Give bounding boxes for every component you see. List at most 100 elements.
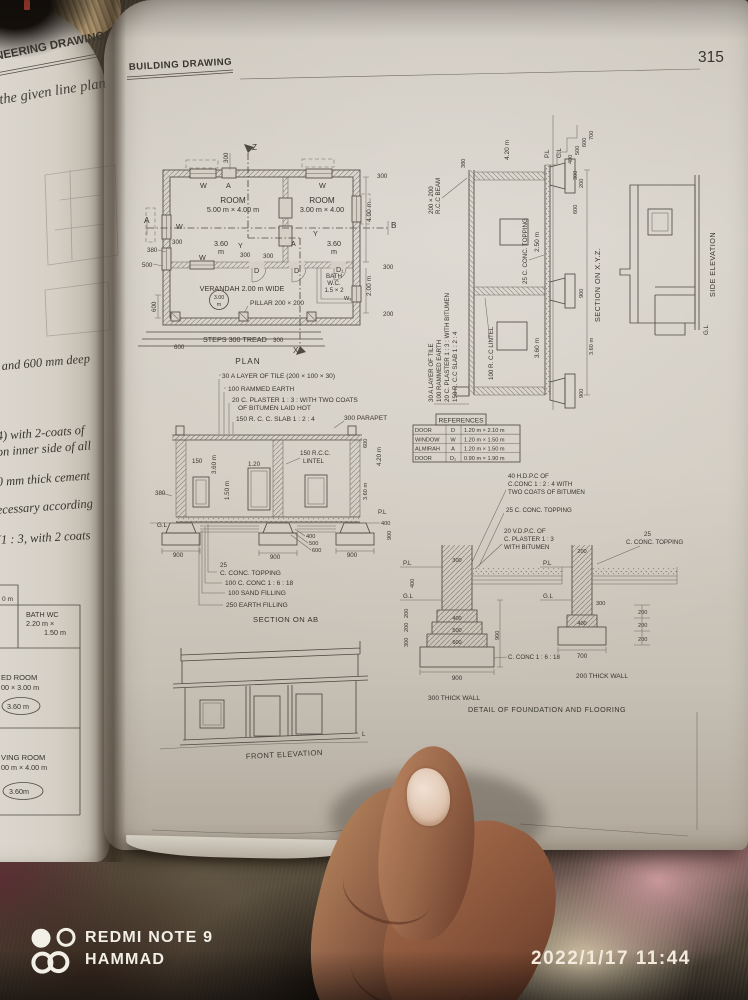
watermark-device: REDMI NOTE 9 [85,929,214,946]
side-elevation-drawing: G.L SIDE ELEVATION [619,175,717,336]
logo-infinity-icon [47,950,70,974]
lineplan-bath-dim2: 1.50 m [44,628,66,637]
ab-dim-120: 1.20 [248,461,261,468]
ab-layer-400: 400 [306,534,315,540]
foundation-detail-drawing: 40 H.D.P.C OF C.CONC 1 : 2 : 4 WITH TWO … [400,473,683,714]
xyz-earth-label: 100 RAMMED EARTH [436,340,443,402]
found-dim-400v: 400 [410,579,416,588]
found-step-500: 500 [452,628,461,634]
ref-row3-sym: A [451,447,455,453]
xyz-dim-250-room2: 2.50 m [534,231,541,252]
plan-bath-line3: 1.5 × 2 [324,287,344,294]
plan-dim-600-v: 600 [151,301,158,312]
plan-circle-unit: m [217,302,222,308]
plan-marker-y2: Y [313,229,318,238]
camera-brand-logo [30,926,92,976]
plan-dim-400m: 4.00 m [366,201,373,222]
page-header: BUILDING DRAWING 315 [126,49,724,80]
plan-marker-b: B [391,221,397,230]
ab-plaster-label2: OF BITUMEN LAID HOT [238,405,311,412]
logo-filled-circle-icon [31,928,51,949]
right-page-header: BUILDING DRAWING [129,57,233,73]
ab-dim-900r: 900 [387,531,393,540]
ref-row2-sym: W [450,437,456,443]
xyz-beam-label1: 200 × 200 [428,186,435,214]
found-stem-300: 300 [452,558,461,564]
found-right-topping: C. CONC. TOPPING [626,539,683,546]
ab-dim-900a: 900 [173,552,184,559]
found-hdpc3: TWO COATS OF BITUMEN [508,489,585,496]
found-step-600: 600 [452,640,461,646]
found-vdpc2: C. PLASTER 1 : 3 [504,536,554,543]
ref-row1-name: DOOR [415,428,432,434]
ref-row1-size: 1.20 m × 2.10 m [464,428,505,434]
ab-sand-label: 100 SAND FILLING [228,590,286,597]
plan-steps-label: STEPS 300 TREAD [203,335,267,344]
section-ab-drawing: 30 A LAYER OF TILE (200 × 100 × 30) 100 … [150,373,393,624]
side-elevation-caption: SIDE ELEVATION [708,232,717,297]
plan-marker-a: A [144,216,150,225]
left-page-content: NEERING DRAWING the given line plan and … [0,30,119,816]
ab-earthfill-label: 250 EARTH FILLING [226,602,288,609]
xyz-dim-900b: 900 [579,289,585,298]
ab-dim-420: 4.20 m [376,447,383,466]
page-number: 315 [698,49,724,66]
plan-marker-y1: Y [238,241,243,250]
xyz-gl-label: G.L [556,147,563,158]
found-vdpc1: 20 V.D.P.C. OF [504,528,546,535]
xyz-dim-500: 500 [575,146,581,155]
xyz-caption: SECTION ON X.Y.Z. [593,248,602,322]
ab-foundations [150,522,380,546]
xyz-dim-200: 200 [579,179,585,188]
found-stem-200: 200 [577,549,586,555]
lineplan-bath-dim1: 2.20 m × [26,619,54,628]
plan-dim-500: 500 [142,262,153,269]
plan-window-w4: W [199,253,206,262]
ref-row4-sym: D₁ [450,456,456,462]
plan-dim-300-top: 300 [223,152,230,163]
found-right-25: 25 [644,531,651,538]
xyz-slab-label: 150 R. C.C SLAB 1 : 2 : 4 [452,331,459,402]
left-page-text-fragments: and 600 mm deep 4) with 2-coats of on in… [0,351,93,547]
xyz-leader-labels: 30 A LAYER OF TILE 100 RAMMED EARTH 20 C… [428,177,469,405]
logo-ring-circle-icon [56,927,76,948]
xyz-dim-360-bottom: 3.60 m [589,338,595,355]
ab-topping-25: 25 [220,562,227,569]
found-right-200c: 200 [638,637,647,643]
plan-door-d2: D [294,266,299,275]
xyz-pl-label: P.L [544,149,551,158]
plan-marker-x: X [293,346,299,355]
plan-dim-300-r: 300 [383,264,394,271]
found-gl-left: G.L [403,593,414,600]
ab-caption: SECTION ON AB [253,615,319,624]
plan-window-wsub1: W₁ [344,296,351,302]
xyz-dim-600b: 600 [573,205,579,214]
found-step-400: 400 [452,616,461,622]
ab-slab-label: 150 R. C. C. SLAB 1 : 2 : 4 [236,416,315,423]
left-page-line-plan: 0 m BATH WC 2.20 m × 1.50 m ED ROOM 00 ×… [0,584,81,816]
fragment-1: and 600 mm deep [1,351,90,373]
found-dim-700: 700 [577,653,588,660]
fragment-5: ecessary according [0,496,93,517]
lineplan-livingroom-width: 3.60m [9,787,29,796]
plan-dim-380: 380 [147,247,158,254]
plan-dim-600-b: 600 [174,344,185,351]
plan-dim-300-steps: 300 [273,337,284,344]
ref-row2-name: WINDOW [415,437,440,443]
ab-earth-label: 100 RAMMED EARTH [228,386,294,393]
ab-leader-labels: 30 A LAYER OF TILE (200 × 100 × 30) 100 … [218,373,387,434]
ab-dim-150: 150 [192,458,203,465]
found-vdpc3: WITH BITUMEN [504,544,549,551]
plan-verandah-label: VERANDAH 2.00 m WIDE [200,284,285,293]
xyz-dim-400: 400 [568,155,574,164]
found-dim-900w: 900 [452,675,463,682]
lineplan-livingroom-dim: 00 m × 4.00 m [1,763,47,772]
found-right-300: 300 [596,601,605,607]
ab-lintel-label2: LINTEL [303,458,325,465]
plan-bath-line2: W.C. [327,280,341,287]
plan-dim-300-c: 300 [263,253,274,260]
plan-circle-value: 3.00 [214,295,224,301]
xyz-dim-380: 380 [461,159,467,168]
plan-dim-300-b: 300 [240,252,251,259]
